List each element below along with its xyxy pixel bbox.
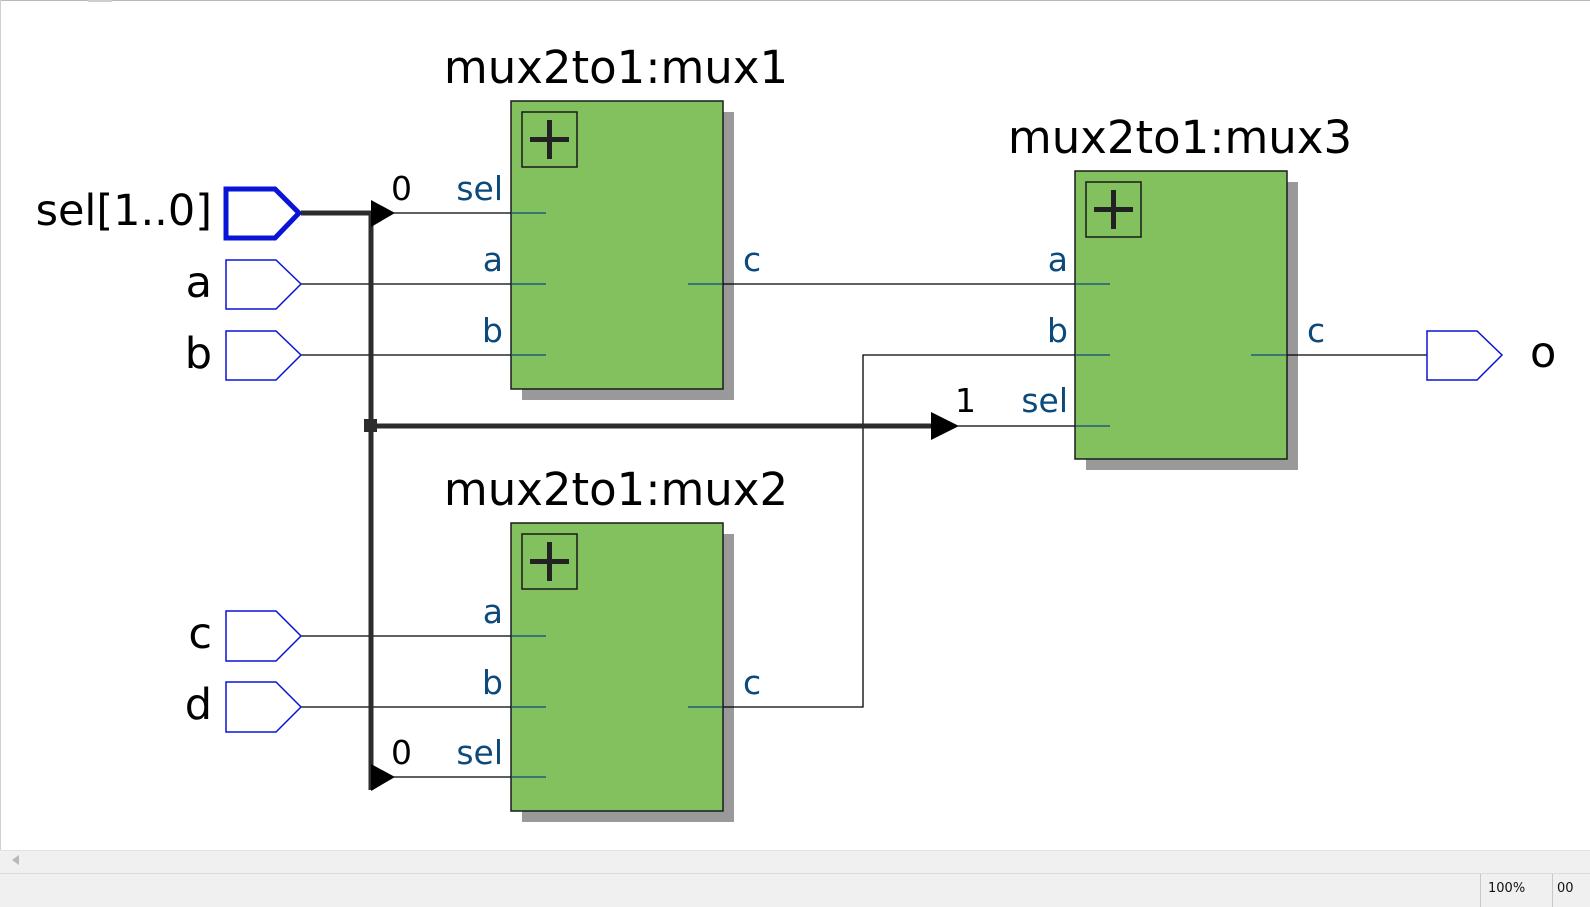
bit-label-mux3-sel: 1 (955, 381, 976, 420)
mux3-port-a: a (1048, 240, 1068, 279)
status-separator (1552, 874, 1553, 907)
mux2-block[interactable] (510, 522, 734, 822)
ripper-mux1-sel (371, 200, 395, 227)
mux3-port-c: c (1307, 311, 1325, 350)
status-separator (1480, 874, 1481, 907)
mux1-port-sel: sel (456, 169, 503, 208)
horizontal-scrollbar[interactable] (0, 850, 1590, 874)
port-stubs (511, 212, 1287, 778)
mux3-title: mux2to1:mux3 (1008, 111, 1352, 164)
scroll-left-arrow-icon[interactable] (12, 855, 19, 865)
pin-label-b: b (185, 329, 212, 379)
mux1-block[interactable] (510, 100, 734, 400)
mux1-title: mux2to1:mux1 (444, 41, 788, 94)
sel-bus (301, 210, 935, 790)
mux2-port-c: c (743, 663, 761, 702)
status-coordinate: 00 (1557, 881, 1574, 896)
ripper-mux3-sel (931, 412, 959, 440)
pin-a[interactable] (225, 259, 303, 310)
pin-label-d: d (185, 680, 212, 730)
mux3-port-b: b (1047, 311, 1068, 350)
status-bar: 100% 00 (0, 873, 1590, 907)
mux2-port-a: a (483, 592, 503, 631)
pin-o[interactable] (1426, 330, 1504, 381)
mux3-expand-icon[interactable] (1086, 182, 1141, 237)
left-border (0, 0, 1, 850)
top-border (0, 0, 1590, 1)
mux2-port-b: b (482, 663, 503, 702)
mux1-port-a: a (483, 240, 503, 279)
mux1-port-b: b (482, 311, 503, 350)
schematic-canvas[interactable]: sel[1..0] a b c d o mux2to1:mux1 mux2to1… (0, 0, 1590, 850)
pin-label-o: o (1530, 328, 1556, 378)
wire-mux2-out (723, 354, 1075, 708)
bit-label-mux1-sel: 0 (391, 169, 412, 208)
mux1-port-c: c (743, 240, 761, 279)
zoom-level: 100% (1488, 881, 1526, 896)
bit-label-mux2-sel: 0 (391, 733, 412, 772)
mux2-port-sel: sel (456, 733, 503, 772)
mux2-expand-icon[interactable] (522, 534, 577, 589)
bus-junction (364, 419, 377, 432)
mux3-block[interactable] (1074, 170, 1298, 470)
pin-d[interactable] (225, 681, 303, 733)
mux3-port-sel: sel (1021, 381, 1068, 420)
mux1-expand-icon[interactable] (522, 112, 577, 167)
signal-wires (301, 212, 1427, 778)
pin-label-sel: sel[1..0] (36, 186, 212, 236)
pin-sel[interactable] (223, 186, 303, 241)
mux2-title: mux2to1:mux2 (444, 463, 788, 516)
tab-stub (88, 0, 112, 2)
pin-label-a: a (186, 258, 212, 308)
pin-c[interactable] (225, 610, 303, 662)
pin-label-c: c (188, 609, 212, 659)
pin-b[interactable] (225, 330, 303, 381)
ripper-mux2-sel (371, 764, 395, 791)
